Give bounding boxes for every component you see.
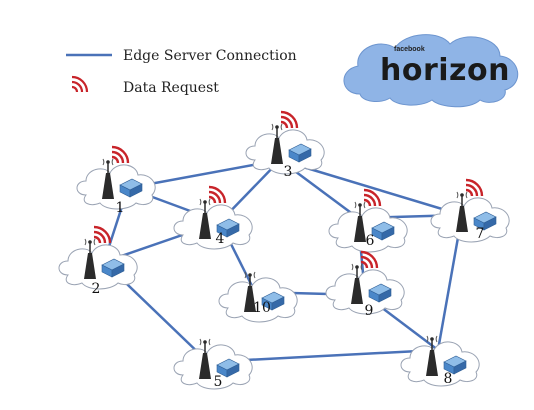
server-icon	[101, 258, 125, 278]
node-4: 4	[173, 185, 253, 250]
node-3: 3	[245, 110, 325, 180]
data-request-signal-icon	[360, 250, 379, 269]
cloud-icon	[328, 207, 408, 253]
cloud-icon	[245, 129, 325, 175]
node-label: 6	[366, 233, 375, 249]
legend: Edge Server Connection Data Request	[66, 48, 297, 96]
antenna-tower-icon	[244, 271, 256, 312]
antenna-tower-icon	[426, 335, 438, 376]
cloud-icon	[430, 197, 510, 243]
node-label: 1	[116, 200, 125, 216]
antenna-tower-icon	[199, 338, 211, 379]
antenna-tower-icon	[102, 158, 114, 199]
data-request-signal-icon	[363, 188, 382, 207]
node-5: 5	[173, 338, 253, 390]
server-icon	[119, 178, 143, 198]
cloud-icon	[76, 164, 156, 210]
server-icon	[443, 355, 467, 375]
server-icon	[288, 143, 312, 163]
node-label: 7	[476, 226, 485, 242]
data-request-signal-icon	[280, 110, 299, 129]
cloud-icon	[400, 341, 480, 387]
node-6: 6	[328, 188, 408, 253]
antenna-tower-icon	[351, 263, 363, 304]
legend-connection-label: Edge Server Connection	[123, 48, 297, 64]
server-icon	[261, 291, 285, 311]
cloud-icon	[218, 277, 298, 323]
data-request-signal-icon	[111, 145, 130, 164]
antenna-tower-icon	[354, 201, 366, 242]
server-icon	[216, 218, 240, 238]
server-icon	[473, 211, 497, 231]
node-label: 3	[284, 164, 293, 180]
cloud-icon	[58, 244, 138, 290]
nodes-layer: 1 2 3 4 5 6 7 8 9 10	[58, 110, 510, 390]
node-1: 1	[76, 145, 156, 216]
legend-request-label: Data Request	[123, 80, 219, 96]
node-7: 7	[430, 178, 510, 243]
data-request-signal-icon	[93, 225, 112, 244]
node-10: 10	[218, 271, 298, 323]
antenna-tower-icon	[199, 198, 211, 239]
node-8: 8	[400, 335, 480, 387]
server-icon	[216, 358, 240, 378]
node-9: 9	[325, 250, 405, 319]
logo-cloud	[343, 34, 519, 108]
antenna-tower-icon	[456, 191, 468, 232]
data-request-signal-icon	[208, 185, 227, 204]
node-label: 2	[92, 281, 101, 297]
node-label: 10	[253, 300, 271, 316]
legend-signal-icon	[71, 75, 89, 93]
antenna-tower-icon	[84, 238, 96, 279]
node-label: 4	[216, 231, 225, 247]
cloud-icon	[173, 204, 253, 250]
logo-small-text: facebook	[394, 46, 425, 53]
antenna-tower-icon	[271, 123, 283, 164]
node-label: 8	[444, 371, 453, 387]
data-request-signal-icon	[465, 178, 484, 197]
node-label: 9	[365, 303, 374, 319]
edges-layer	[102, 158, 464, 364]
horizon-logo: facebook horizon	[343, 34, 519, 108]
cloud-icon	[173, 344, 253, 390]
cloud-icon	[325, 269, 405, 315]
logo-big-text: horizon	[380, 53, 510, 88]
node-label: 5	[214, 374, 223, 390]
server-icon	[368, 283, 392, 303]
node-2: 2	[58, 225, 138, 297]
server-icon	[371, 221, 395, 241]
